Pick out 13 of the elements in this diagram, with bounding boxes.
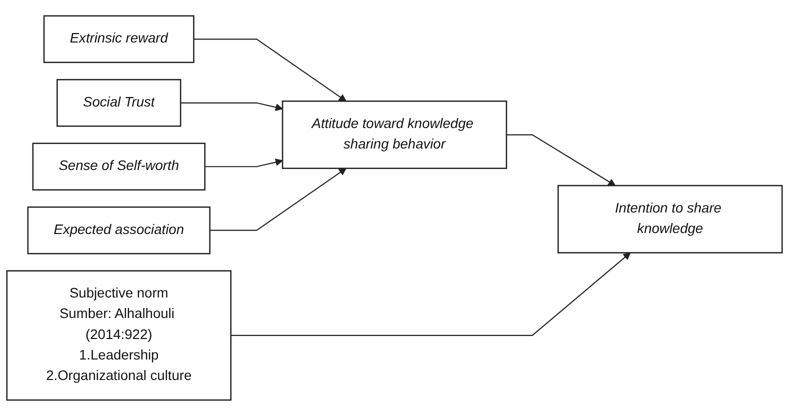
arrow — [180, 102, 283, 111]
node-box: Sense of Self-worth — [32, 142, 206, 190]
arrow — [194, 38, 346, 102]
node-box: Attitude toward knowledge sharing behavior — [282, 100, 508, 169]
arrow — [204, 158, 283, 167]
node-box: Extrinsic reward — [43, 14, 194, 63]
node-box: Subjective norm Sumber: Alhalhouli (2014:922) 1.Leadership 2.Organizational culture — [6, 270, 232, 400]
node-box: Social Trust — [56, 78, 182, 126]
arrow — [210, 168, 346, 230]
arrow — [230, 252, 631, 336]
node-box: Intention to share knowledge — [558, 184, 783, 253]
arrow — [506, 134, 616, 186]
node-box: Expected association — [27, 206, 210, 254]
